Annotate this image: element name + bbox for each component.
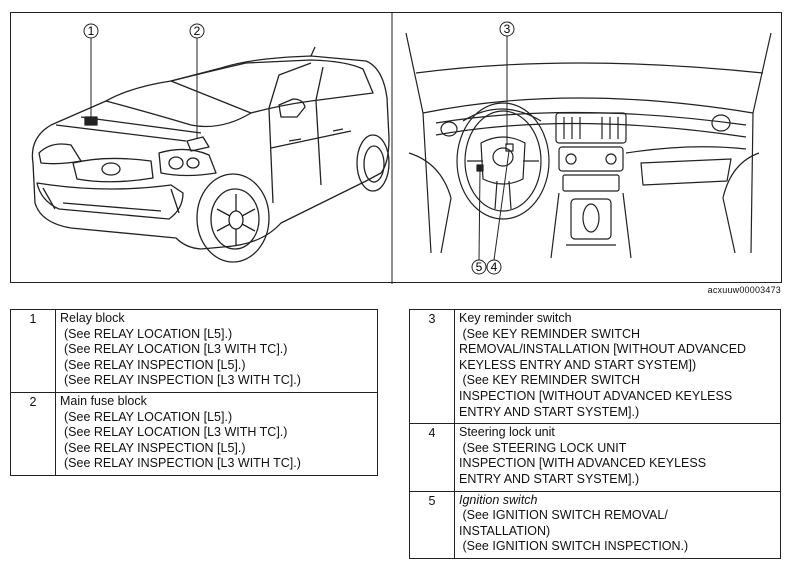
reference-link[interactable]: INSTALLATION) <box>459 523 551 538</box>
row-number: 3 <box>409 308 455 425</box>
reference-link[interactable]: (See RELAY INSPECTION [L3 WITH TC].) <box>64 456 301 471</box>
reference-link[interactable]: (See RELAY INSPECTION [L3 WITH TC].) <box>64 373 301 388</box>
row-content: Relay block (See RELAY LOCATION [L5].) (… <box>55 309 378 393</box>
part-title: Steering lock unit <box>459 425 555 440</box>
reference-link[interactable]: (See STEERING LOCK UNIT <box>459 440 627 455</box>
reference-link[interactable]: (See IGNITION SWITCH REMOVAL/ <box>459 508 668 523</box>
reference-link[interactable]: (See RELAY INSPECTION [L5].) <box>64 357 246 372</box>
reference-link[interactable]: (See IGNITION SWITCH INSPECTION.) <box>459 539 689 554</box>
interior-illustration <box>405 32 772 259</box>
row-number: 4 <box>409 423 455 492</box>
reference-link[interactable]: (See RELAY LOCATION [L3 WITH TC].) <box>64 342 288 357</box>
part-title: Ignition switch <box>459 492 538 507</box>
part-title: Relay block <box>60 311 125 325</box>
callout-5-label: 5 <box>476 260 483 274</box>
row-number: 2 <box>10 391 56 476</box>
callout-1-label: 1 <box>88 24 95 38</box>
reference-link[interactable]: KEYLESS ENTRY AND START SYSTEM]) <box>459 357 697 372</box>
table-row: 4 Steering lock unit (See STEERING LOCK … <box>409 423 781 492</box>
reference-link[interactable]: (See RELAY LOCATION [L5].) <box>64 409 233 424</box>
reference-link[interactable]: ENTRY AND START SYSTEM].) <box>459 471 640 486</box>
part-title: Main fuse block <box>60 393 147 408</box>
component-location-figure: 1 2 <box>10 12 782 284</box>
row-content: Ignition switch (See IGNITION SWITCH REM… <box>454 490 781 559</box>
car-exterior-illustration <box>31 46 390 263</box>
row-content: Key reminder switch (See KEY REMINDER SW… <box>454 308 781 425</box>
reference-link[interactable]: (See RELAY LOCATION [L5].) <box>64 326 233 341</box>
table-row: 3 Key reminder switch (See KEY REMINDER … <box>409 308 781 425</box>
row-number: 1 <box>10 309 56 393</box>
reference-link[interactable]: INSPECTION [WITH ADVANCED KEYLESS <box>459 456 707 471</box>
table-row: 5 Ignition switch (See IGNITION SWITCH R… <box>409 490 781 559</box>
reference-link[interactable]: (See RELAY LOCATION [L3 WITH TC].) <box>64 425 288 440</box>
reference-link[interactable]: (See RELAY INSPECTION [L5].) <box>64 440 246 455</box>
figure-code: acxuuw00003473 <box>707 285 781 295</box>
callout-2-label: 2 <box>194 24 201 38</box>
table-row: 2 Main fuse block (See RELAY LOCATION [L… <box>10 391 378 476</box>
callout-1: 1 <box>83 23 99 117</box>
callout-4: 4 <box>486 150 510 275</box>
row-content: Steering lock unit (See STEERING LOCK UN… <box>454 423 781 492</box>
reference-link[interactable]: (See KEY REMINDER SWITCH <box>459 326 641 341</box>
callout-3: 3 <box>499 21 515 145</box>
table-row: 1 Relay block (See RELAY LOCATION [L5].)… <box>10 309 378 393</box>
parts-table-right: 3 Key reminder switch (See KEY REMINDER … <box>409 308 781 559</box>
callout-2: 2 <box>189 23 205 139</box>
row-content: Main fuse block (See RELAY LOCATION [L5]… <box>55 391 378 476</box>
reference-link[interactable]: INSPECTION [WITHOUT ADVANCED KEYLESS <box>459 388 733 403</box>
row-number: 5 <box>409 490 455 559</box>
callout-5: 5 <box>471 170 487 275</box>
callout-4-label: 4 <box>491 260 498 274</box>
reference-link[interactable]: (See KEY REMINDER SWITCH <box>459 373 641 388</box>
reference-link[interactable]: ENTRY AND START SYSTEM].) <box>459 404 640 419</box>
reference-link[interactable]: REMOVAL/INSTALLATION [WITHOUT ADVANCED <box>459 342 747 357</box>
parts-table-left: 1 Relay block (See RELAY LOCATION [L5].)… <box>10 309 378 476</box>
part-title: Key reminder switch <box>459 311 572 325</box>
callout-3-label: 3 <box>504 22 511 36</box>
figure-drawing: 1 2 <box>31 13 772 284</box>
